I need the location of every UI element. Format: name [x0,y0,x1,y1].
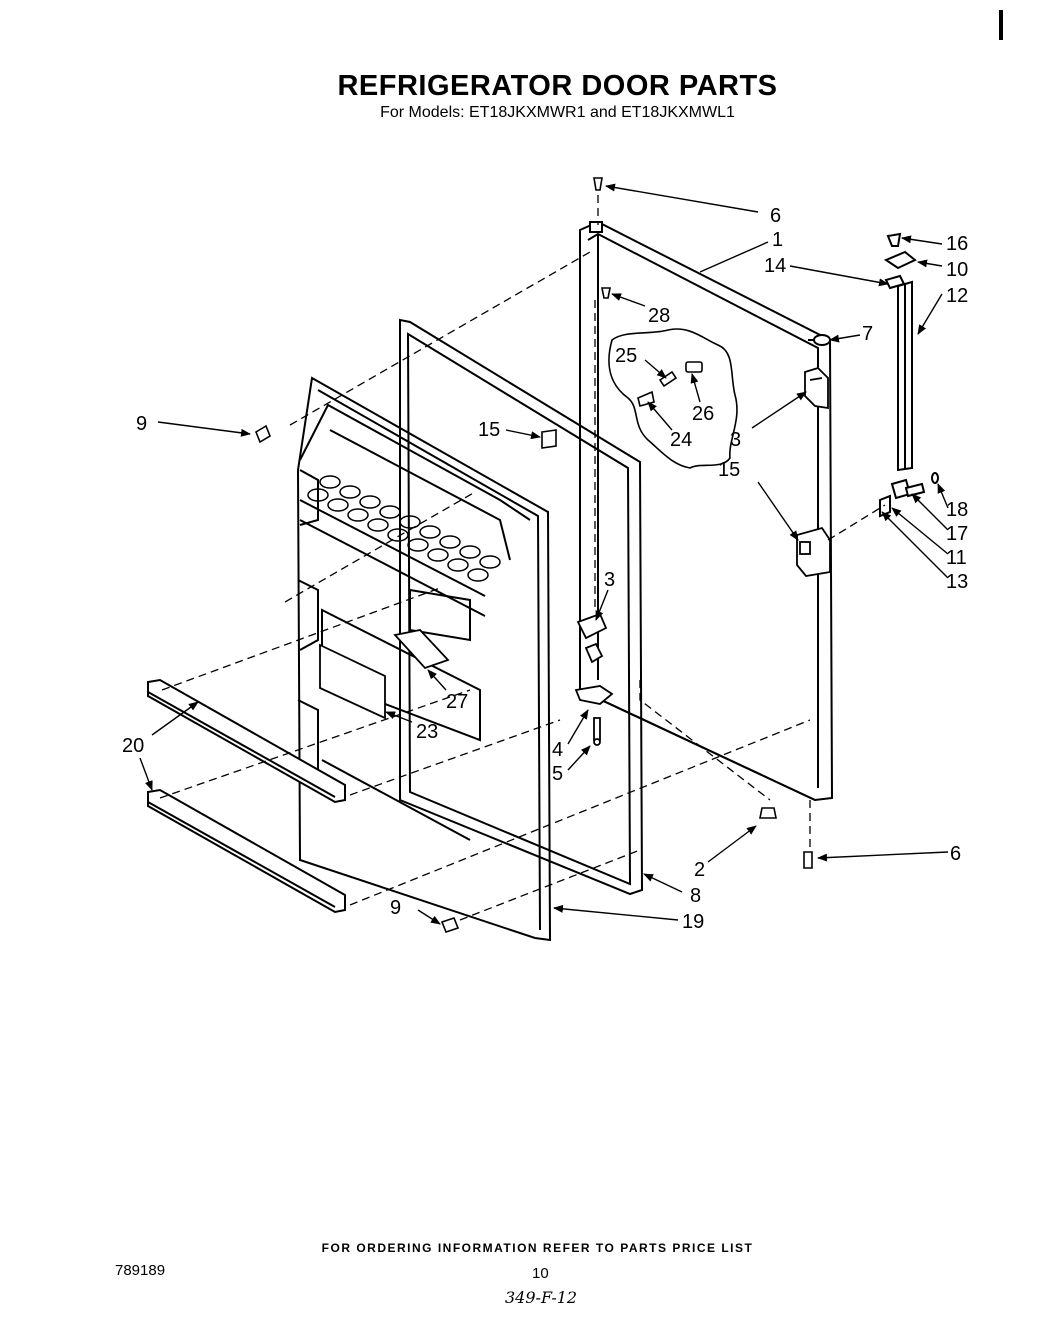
hinge-bracket-top [804,366,829,410]
bottom-hinge-parts [574,612,614,746]
label-part-9-top: 9 [136,413,147,435]
label-part-20: 20 [122,735,144,757]
label-part-19: 19 [682,911,704,933]
edge-mark [999,10,1003,40]
label-part-3-mid: 3 [604,569,615,591]
label-part-9-bottom: 9 [390,897,401,919]
label-part-6-top: 6 [770,205,781,227]
label-part-23: 23 [416,721,438,743]
document-code: 789189 [115,1262,166,1279]
outer-door-panel [579,220,834,802]
assembly-lines [159,195,886,921]
label-part-13: 13 [946,571,968,593]
label-part-24: 24 [670,429,692,451]
label-part-4: 4 [552,739,563,761]
label-part-5: 5 [552,763,563,785]
page-title: REFRIGERATOR DOOR PARTS [337,70,778,102]
egg-rack-holes [307,475,501,582]
label-part-1: 1 [772,229,783,251]
compartment-parts [319,629,450,720]
door-shelf-bars [147,678,346,914]
label-part-15-left: 15 [478,419,500,441]
leader-arrows [139,183,949,925]
label-part-18: 18 [946,499,968,521]
label-part-3-top: 3 [730,429,741,451]
label-part-14: 14 [764,255,786,277]
label-part-16: 16 [946,233,968,255]
label-part-28: 28 [648,305,670,327]
label-part-6-bottom: 6 [950,843,961,865]
page-number: 10 [532,1265,549,1282]
label-part-7: 7 [862,323,873,345]
label-part-12: 12 [946,285,968,307]
page-subtitle: For Models: ET18JKXMWR1 and ET18JKXMWL1 [380,104,735,121]
handwritten-note: 349-F-12 [505,1288,578,1307]
door-bracket-right [796,526,831,577]
door-gasket [399,318,644,896]
label-part-27: 27 [446,691,468,713]
label-part-8: 8 [690,885,701,907]
label-part-15-right: 15 [718,459,740,481]
label-part-10: 10 [946,259,968,281]
label-part-26: 26 [692,403,714,425]
label-part-17: 17 [946,523,968,545]
label-part-2: 2 [694,859,705,881]
label-part-11: 11 [946,547,967,569]
door-handle [879,232,939,518]
screws [255,177,813,933]
ordering-note: FOR ORDERING INFORMATION REFER TO PARTS … [321,1241,754,1255]
label-part-25: 25 [615,345,637,367]
